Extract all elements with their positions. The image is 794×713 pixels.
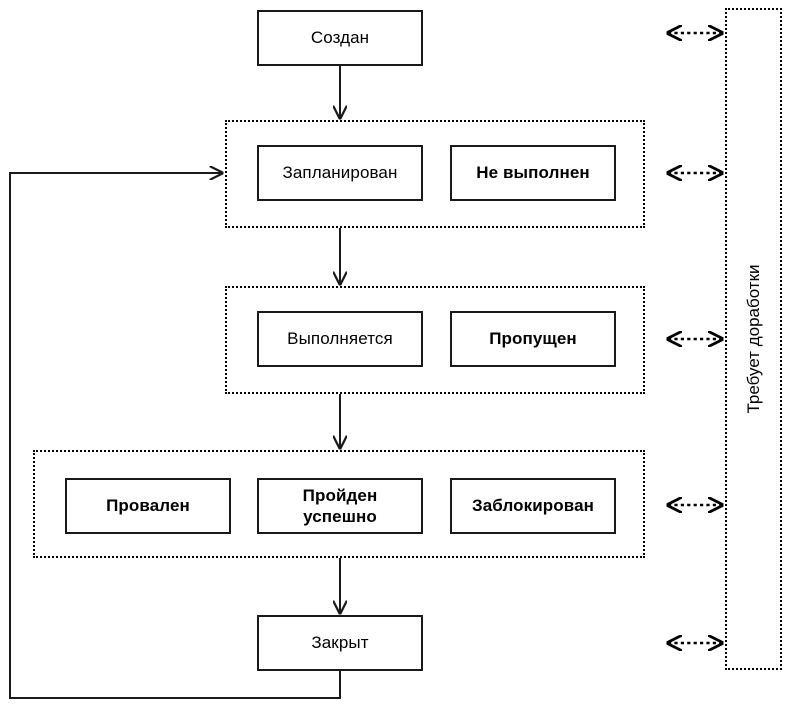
state-box-created[interactable]: Создан — [257, 10, 423, 66]
group-running-states — [225, 286, 645, 394]
state-label-planned: Запланирован — [282, 163, 398, 183]
state-label-skipped: Пропущен — [489, 329, 577, 349]
state-label-passed: Пройден успешно — [302, 485, 378, 526]
state-box-not-done[interactable]: Не выполнен — [450, 145, 616, 201]
state-label-blocked: Заблокирован — [471, 496, 595, 516]
state-box-running[interactable]: Выполняется — [257, 311, 423, 367]
state-box-planned[interactable]: Запланирован — [257, 145, 423, 201]
state-label-running: Выполняется — [287, 329, 393, 349]
state-label-created: Создан — [310, 28, 370, 48]
arrow-closed-to-planned-loop — [9, 173, 341, 699]
rework-container: Требует доработки — [725, 8, 782, 670]
group-planned-states — [225, 120, 645, 228]
state-label-closed: Закрыт — [311, 633, 369, 653]
state-label-not-done: Не выполнен — [476, 163, 590, 183]
state-box-blocked[interactable]: Заблокирован — [450, 478, 616, 534]
state-box-skipped[interactable]: Пропущен — [450, 311, 616, 367]
state-box-failed[interactable]: Провален — [65, 478, 231, 534]
state-label-failed: Провален — [106, 496, 190, 516]
group-result-states — [33, 450, 645, 558]
state-box-closed[interactable]: Закрыт — [257, 615, 423, 671]
state-box-passed[interactable]: Пройден успешно — [257, 478, 423, 534]
rework-label: Требует доработки — [743, 264, 763, 414]
